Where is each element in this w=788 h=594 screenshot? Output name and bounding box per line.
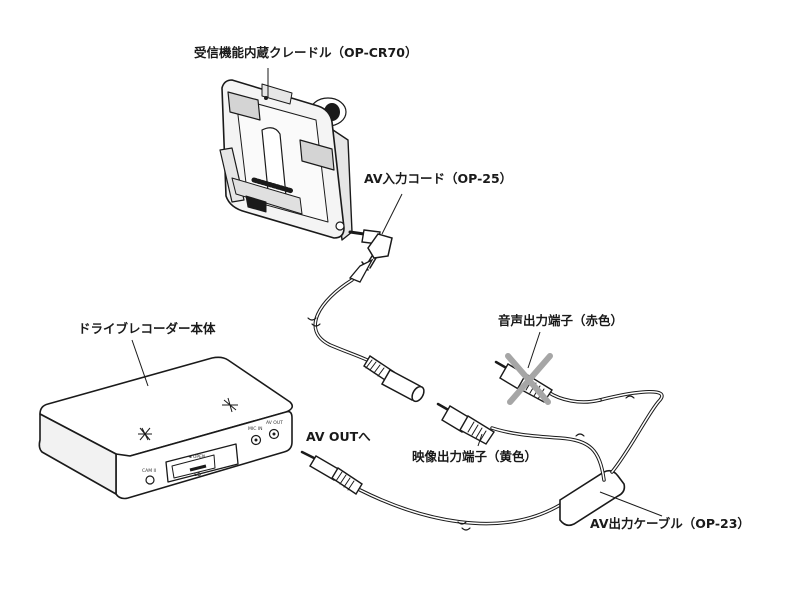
label-audio-out: 音声出力端子（赤色） <box>498 313 624 328</box>
cradle-unit <box>219 79 353 241</box>
drive-recorder-unit: CAM II ◄ OPEN SD MIC IN AV OUT <box>38 356 294 500</box>
not-used-cross-mark <box>505 353 553 405</box>
av-output-cable <box>300 360 664 531</box>
label-video-out: 映像出力端子（黄色） <box>412 449 538 464</box>
panel-open: ◄ OPEN <box>188 454 205 460</box>
label-av-out-to: AV OUTへ <box>306 429 371 444</box>
panel-av-out: AV OUT <box>266 420 283 426</box>
av-input-cord <box>307 229 425 403</box>
label-av-input-cord: AV入力コード（OP-25） <box>364 171 513 186</box>
label-cradle: 受信機能内蔵クレードル（OP-CR70） <box>194 45 418 60</box>
panel-sd: SD <box>194 472 201 478</box>
panel-mic-in: MIC IN <box>248 426 262 432</box>
label-recorder-body: ドライブレコーダー本体 <box>78 321 216 336</box>
panel-cam2: CAM II <box>142 468 156 474</box>
leader-lines <box>131 68 663 517</box>
label-av-out-cable: AV出力ケーブル（OP-23） <box>590 516 750 531</box>
